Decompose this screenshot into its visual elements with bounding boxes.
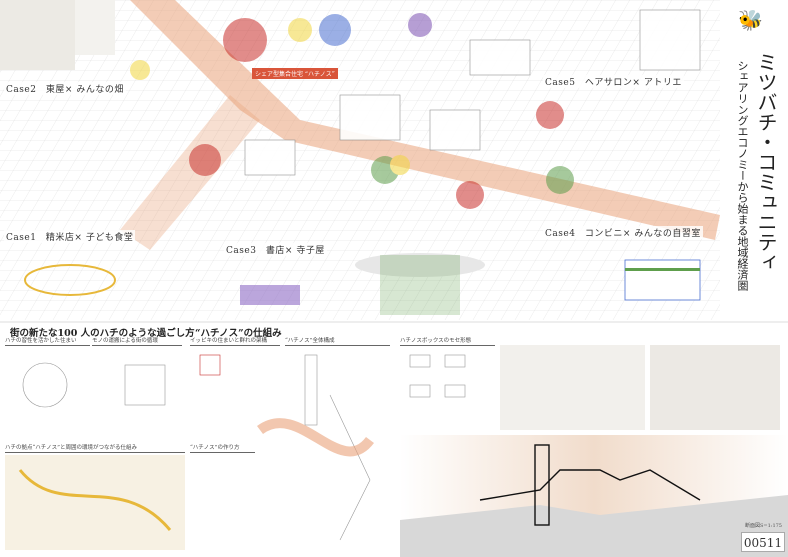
photo-garden <box>0 0 75 70</box>
case4-title: Case4 コンビニ× みんなの自習室 <box>543 226 703 239</box>
case3-title: Case3 書店× 寺子屋 <box>224 243 327 256</box>
case5-title: Case5 ヘアサロン× アトリエ <box>543 75 684 88</box>
case1-title: Case1 精米店× 子ども食堂 <box>4 230 136 243</box>
section-heading-mechanism: “ハチノス”の仕組み <box>195 328 282 339</box>
main-title: ミツバチ・コミュニティ <box>754 52 778 272</box>
subtitle: シェアリングエコノミーから始まる地域経済圏 <box>736 60 749 291</box>
subheading-structure: イッピキの住まいと群れの架構 <box>190 336 280 346</box>
mechanism-diagrams <box>22 354 466 541</box>
subheading-habits: ハチの習性を活かした住まい <box>5 336 90 346</box>
hub-label: シェア型集合住宅 “ハチノス” <box>252 68 338 79</box>
case2-title: Case2 東屋× みんなの畑 <box>4 82 126 95</box>
subheading-howto: “ハチノス”の作り方 <box>190 443 255 453</box>
section-scale: 断面図S=1:175 <box>744 523 782 529</box>
entry-id: 00511 <box>741 532 785 552</box>
subheading-transport: モノの運搬による街の循環 <box>92 336 182 346</box>
section-heading-lifestyle: 街の新たな100 人のハチのような過ごし方 <box>10 328 195 339</box>
road-band <box>130 0 720 240</box>
subheading-composition: “ハチノス”全体構成 <box>285 336 390 346</box>
subheading-box: ハチノスボックスのモセ形態 <box>400 336 495 346</box>
bee-icon: 🐝 <box>738 8 763 32</box>
subheading-surroundings: ハチの拠点“ハチノス”と周囲の環境がつながる仕組み <box>5 443 185 453</box>
color-blobs <box>130 13 574 209</box>
